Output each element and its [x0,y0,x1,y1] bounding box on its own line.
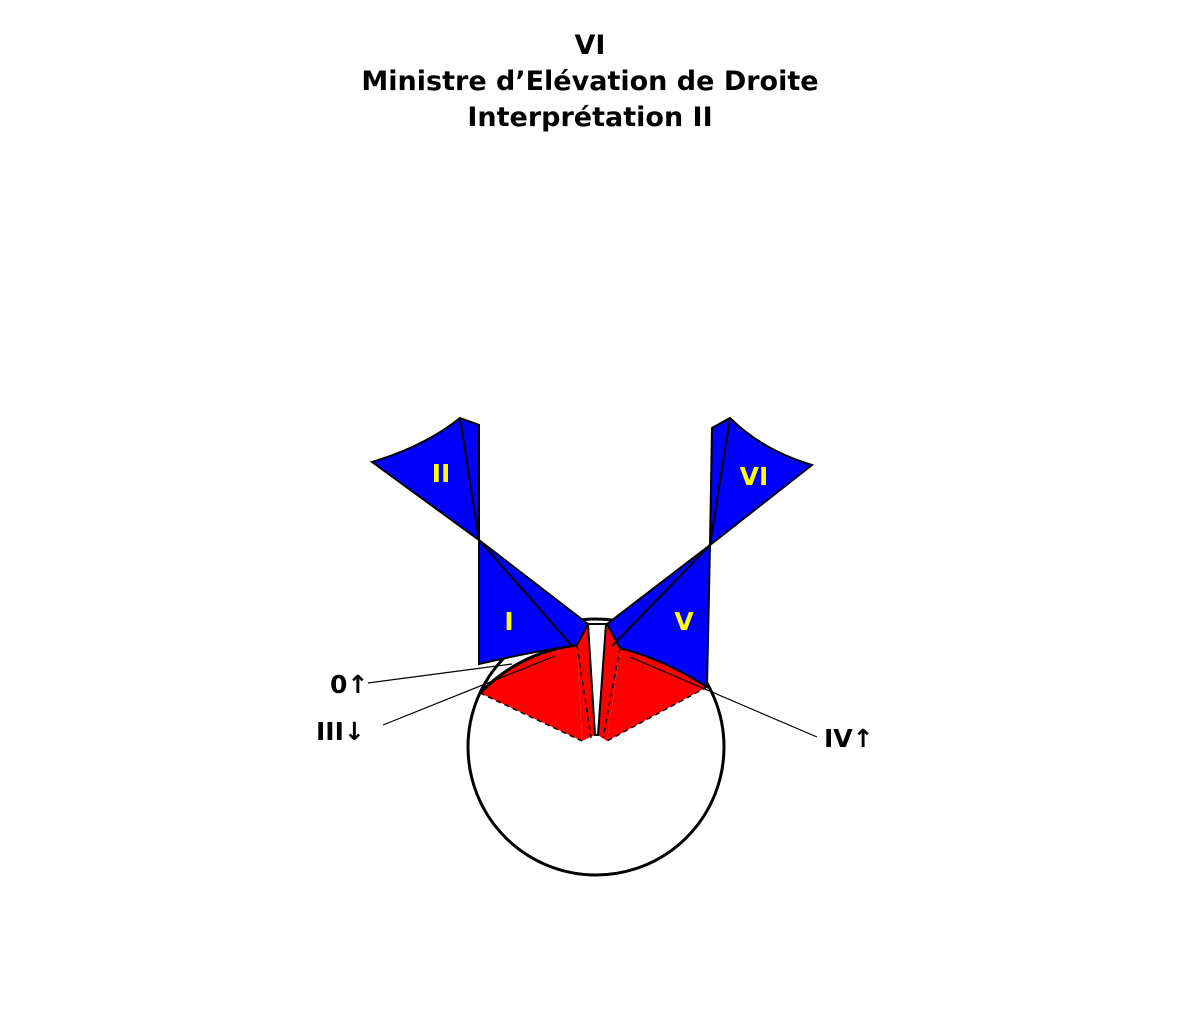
callout-three-down: III↓ [316,717,365,746]
fold-line-left-diagonal [478,539,573,647]
title-line-1: VI [574,30,606,61]
blue-panel-right [605,542,712,689]
title-line-2: Ministre d’Elévation de Droite [361,66,819,97]
blue-wing-upper-left [369,416,480,542]
red-center-left [577,624,595,741]
title-line-3: Interprétation II [467,102,713,133]
region-label-VI: VI [740,462,769,491]
region-label-V: V [674,607,694,636]
dashed-fold-lines [479,644,708,742]
fold-line-right-diagonal [611,544,711,647]
fold-line-upper-left [459,417,480,541]
blue-wing-upper-right [708,416,815,548]
red-center-right [598,624,620,741]
region-label-II: II [432,459,451,488]
red-cap-left [480,645,582,741]
center-gap [586,623,608,736]
callout-zero-up: 0↑ [330,670,368,699]
fold-line-upper-right [709,417,731,546]
region-label-I: I [504,607,513,636]
page-title: VI Ministre d’Elévation de Droite Interp… [0,28,1180,136]
callout-lines [367,655,818,738]
callout-four-up: IV↑ [824,724,874,753]
